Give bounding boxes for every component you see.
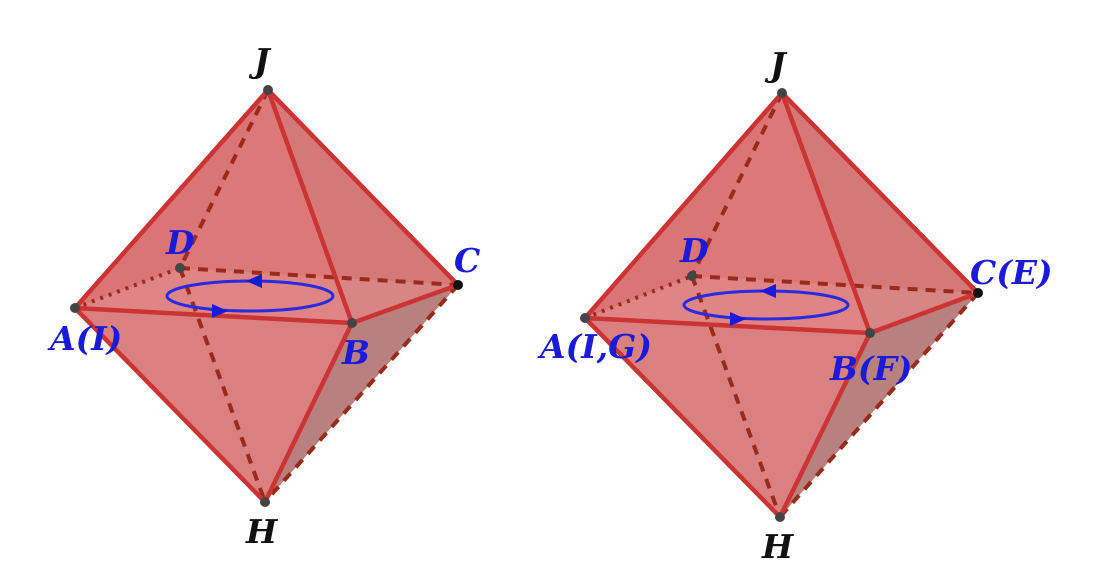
left-rotation-arrow: [165, 274, 335, 318]
left-visible-edges: [72, 87, 461, 505]
left-vertex-h: [260, 497, 270, 507]
right-label-bottom: H: [761, 527, 795, 566]
right-face-jbc: [782, 93, 978, 333]
right-rotation-arrow: [682, 284, 850, 326]
right-label-left: A(I,G): [537, 327, 652, 366]
left-label-top: J: [248, 41, 272, 80]
right-label-back: D: [679, 231, 709, 270]
left-vertex-c: [453, 280, 463, 290]
right-octahedron: J H A(I,G) B(F) C(E) D: [537, 45, 1053, 566]
right-arrowhead-top: [760, 284, 776, 298]
left-arrowhead-top: [246, 274, 262, 288]
right-label-front: B(F): [829, 349, 913, 388]
left-face-hab: [75, 308, 352, 502]
right-face-hab: [585, 318, 870, 517]
left-vertex-d: [175, 263, 185, 273]
right-face-jab: [585, 93, 870, 333]
right-vertex-d: [687, 271, 697, 281]
left-label-left: A(I): [47, 319, 122, 358]
left-label-bottom: H: [245, 512, 279, 551]
left-vertex-b: [347, 318, 357, 328]
right-vertex-c: [973, 288, 983, 298]
left-face-jbc: [268, 90, 458, 323]
left-vertices: [70, 85, 463, 507]
right-vertex-h: [775, 512, 785, 522]
left-label-back: D: [165, 223, 195, 262]
right-vertex-j: [777, 88, 787, 98]
right-vertices: [580, 88, 983, 522]
left-label-front: B: [341, 333, 370, 372]
left-vertex-j: [263, 85, 273, 95]
right-label-right: C(E): [970, 253, 1053, 292]
right-visible-edges: [582, 90, 981, 520]
left-octahedron: J H A(I) B C D: [47, 41, 480, 551]
right-vertex-b: [865, 328, 875, 338]
right-arrowhead-bottom: [730, 312, 746, 326]
right-vertex-a: [580, 313, 590, 323]
right-label-top: J: [764, 45, 788, 84]
left-vertex-a: [70, 303, 80, 313]
left-arrowhead-bottom: [212, 304, 228, 318]
left-face-jab: [75, 90, 352, 323]
left-label-right: C: [454, 241, 480, 280]
